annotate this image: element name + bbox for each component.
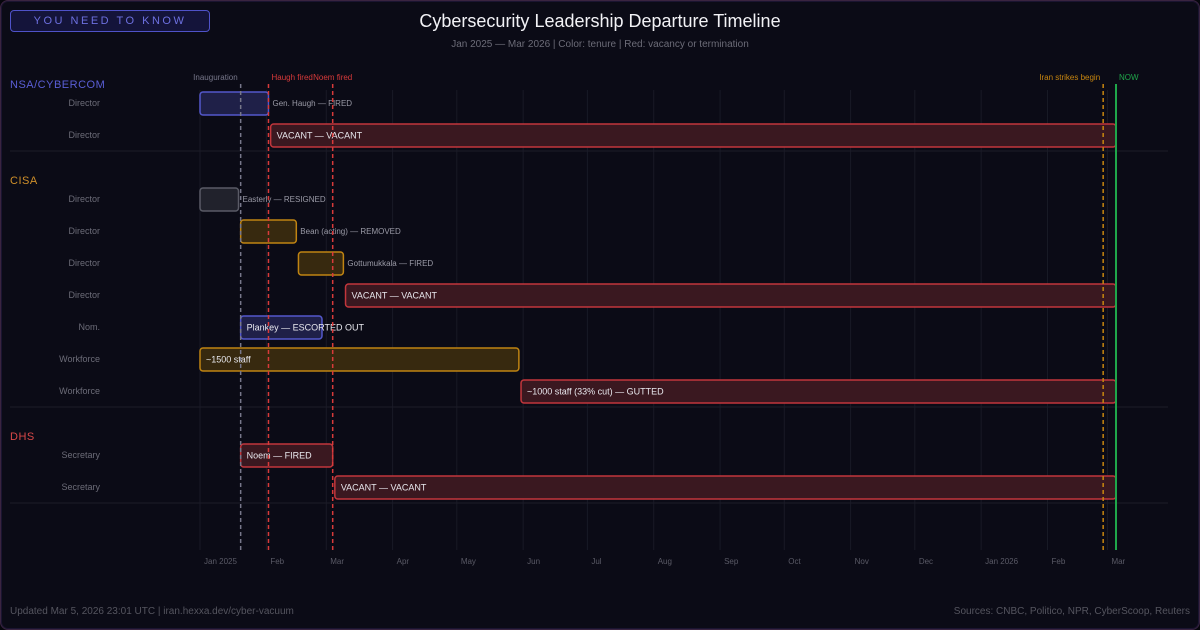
marker-label: Iran strikes begin	[1039, 73, 1100, 82]
x-tick-label: Sep	[724, 557, 739, 566]
bar-label: Gen. Haugh — FIRED	[272, 99, 352, 108]
x-tick-label: Feb	[1052, 557, 1066, 566]
x-tick-label: Nov	[855, 557, 869, 566]
row-label: Director	[68, 226, 100, 236]
timeline-bar[interactable]	[334, 475, 1117, 500]
row-label: Secretary	[61, 482, 100, 492]
chart-title: Cybersecurity Leadership Departure Timel…	[419, 11, 781, 31]
bar-label: ~1000 staff (33% cut) — GUTTED	[527, 387, 664, 397]
bar-label: Gottumukkala — FIRED	[347, 259, 433, 268]
x-tick-label: Jan 2026	[985, 557, 1018, 566]
bar-label: VACANT — VACANT	[277, 131, 363, 141]
group-label: NSA/CYBERCOM	[10, 79, 105, 91]
bar-label: ~1500 staff	[206, 355, 251, 365]
x-tick-label: Jun	[527, 557, 540, 566]
x-tick-label: Dec	[919, 557, 933, 566]
group-label: DHS	[10, 431, 35, 443]
timeline-bar[interactable]	[199, 91, 270, 116]
timeline-bar[interactable]	[239, 315, 323, 340]
row-label: Workforce	[59, 386, 100, 396]
row-label: Secretary	[61, 450, 100, 460]
timeline-bar[interactable]	[344, 283, 1117, 308]
x-tick-label: Aug	[658, 557, 672, 566]
x-tick-label: Apr	[397, 557, 410, 566]
x-tick-label: Mar	[330, 557, 344, 566]
row-label: Director	[68, 98, 100, 108]
bar-label: Noem — FIRED	[247, 451, 313, 461]
x-tick-label: Jul	[591, 557, 601, 566]
timeline-bar[interactable]	[199, 347, 520, 372]
footer-updated: Updated Mar 5, 2026 23:01 UTC | iran.hex…	[10, 606, 294, 617]
marker-label: NOW	[1119, 73, 1139, 82]
row-label: Nom.	[78, 322, 100, 332]
marker-label: Haugh fired	[271, 73, 312, 82]
row-label: Director	[68, 290, 100, 300]
marker-label: Inauguration	[193, 73, 237, 82]
bar-label: VACANT — VACANT	[341, 483, 427, 493]
x-tick-label: Mar	[1111, 557, 1125, 566]
chart-subtitle: Jan 2025 — Mar 2026 | Color: tenure | Re…	[451, 39, 749, 50]
you-need-to-know-badge[interactable]: YOU NEED TO KNOW	[10, 10, 210, 32]
row-label: Workforce	[59, 354, 100, 364]
marker-label: Noem fired	[313, 73, 352, 82]
row-label: Director	[68, 194, 100, 204]
bar-label: Easterly — RESIGNED	[243, 195, 326, 204]
row-label: Director	[68, 258, 100, 268]
x-tick-label: Oct	[788, 557, 801, 566]
timeline-bar[interactable]	[297, 251, 345, 276]
row-label: Director	[68, 130, 100, 140]
group-label: CISA	[10, 175, 38, 187]
footer-sources: Sources: CNBC, Politico, NPR, CyberScoop…	[953, 606, 1190, 617]
x-tick-label: Jan 2025	[204, 557, 237, 566]
bar-label: Bean (acting) — REMOVED	[300, 227, 401, 236]
timeline-bar[interactable]	[199, 187, 240, 212]
bar-label: Plankey — ESCORTED OUT	[247, 323, 365, 333]
timeline-bar[interactable]	[269, 123, 1117, 148]
x-tick-label: May	[461, 557, 476, 566]
bar-label: VACANT — VACANT	[352, 291, 438, 301]
x-tick-label: Feb	[270, 557, 284, 566]
